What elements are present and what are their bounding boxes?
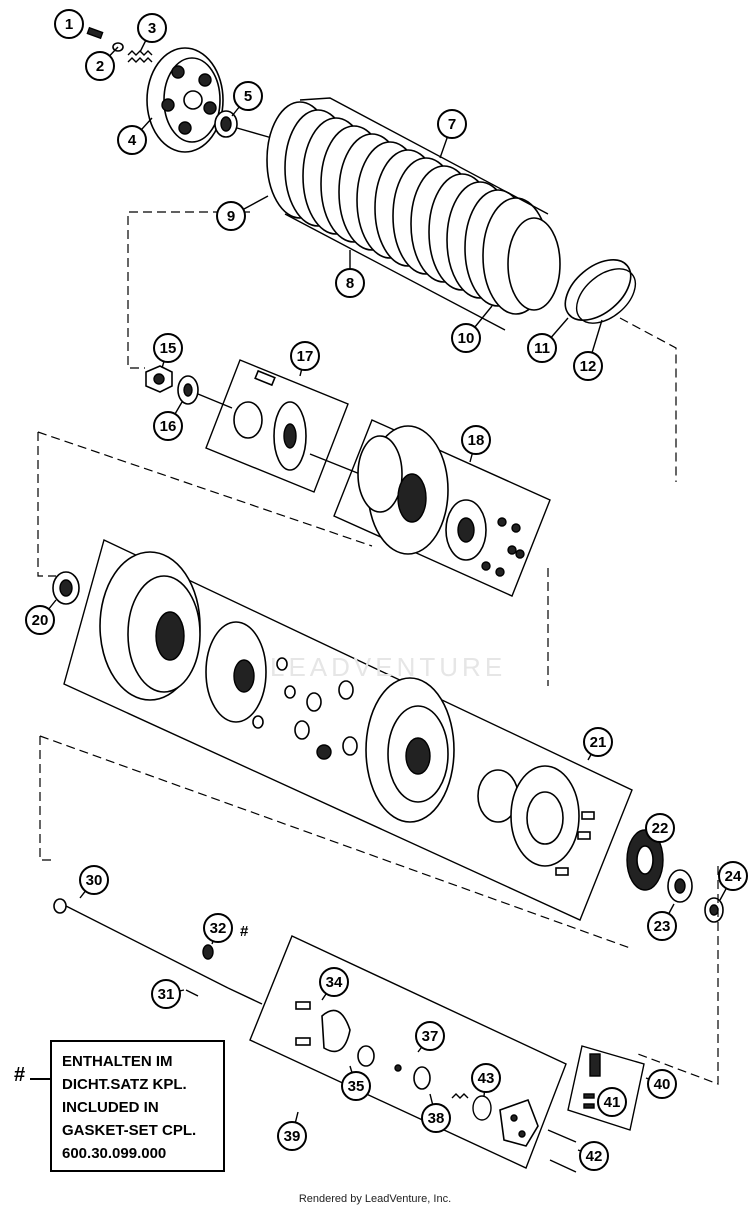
callout-circle-5 [233, 81, 263, 111]
callout-number-38: 38 [428, 1110, 445, 1127]
callout-number-40: 40 [654, 1076, 671, 1093]
callout-number-1: 1 [65, 16, 73, 33]
part-16-washer [177, 375, 199, 405]
part-30-push-rod [53, 898, 229, 989]
callout-number-20: 20 [32, 612, 49, 629]
callout-number-39: 39 [284, 1128, 301, 1145]
footer-credit: Rendered by LeadVenture, Inc. [298, 1193, 452, 1205]
callout-number-2: 2 [96, 58, 104, 75]
part-32-seal [202, 944, 214, 960]
watermark: LEADVENTURE [270, 652, 507, 682]
hash-leader-line [30, 1078, 50, 1080]
callout-circle-21 [583, 727, 613, 757]
note-line-1: ENTHALTEN IM [62, 1053, 173, 1070]
callout-circle-4 [117, 125, 147, 155]
callout-number-7: 7 [448, 116, 456, 133]
callout-number-43: 43 [478, 1070, 495, 1087]
callout-circle-17 [290, 341, 320, 371]
callout-number-5: 5 [244, 88, 252, 105]
callout-circle-39 [277, 1121, 307, 1151]
callout-circle-12 [573, 351, 603, 381]
callout-number-32: 32 [210, 920, 227, 937]
callout-number-30: 30 [86, 872, 103, 889]
callout-circle-32 [203, 913, 233, 943]
callout-circle-30 [79, 865, 109, 895]
callout-number-16: 16 [160, 418, 177, 435]
part-3-spring [127, 50, 153, 63]
part-31-pin [185, 989, 199, 997]
callout-circle-22 [645, 813, 675, 843]
gasket-set-note: ENTHALTEN IM DICHT.SATZ KPL. INCLUDED IN… [50, 1040, 225, 1172]
note-line-5: 600.30.099.000 [62, 1145, 167, 1162]
callout-circle-43 [471, 1063, 501, 1093]
callout-number-9: 9 [227, 208, 235, 225]
bleeder-box [567, 1045, 645, 1131]
callout-number-37: 37 [422, 1028, 439, 1045]
callout-number-4: 4 [128, 132, 137, 149]
callout-circle-37 [415, 1021, 445, 1051]
callout-number-17: 17 [297, 348, 314, 365]
callout-circle-35 [341, 1071, 371, 1101]
part-5-bearing [214, 110, 238, 138]
hash-symbol: # [14, 1064, 26, 1086]
callout-number-41: 41 [604, 1094, 621, 1111]
part32-hash-suffix: # [240, 923, 249, 940]
part-23-needle-bearing [667, 869, 693, 903]
callout-number-3: 3 [148, 20, 156, 37]
callout-circle-24 [718, 861, 748, 891]
clutch-basket-box [63, 539, 633, 921]
callout-number-15: 15 [160, 340, 177, 357]
callout-circle-38 [421, 1103, 451, 1133]
callout-number-34: 34 [326, 974, 343, 991]
callout-circle-3 [137, 13, 167, 43]
callout-number-23: 23 [654, 918, 671, 935]
callout-number-21: 21 [590, 734, 607, 751]
callout-circle-41 [597, 1087, 627, 1117]
callout-circle-34 [319, 967, 349, 997]
callout-circle-16 [153, 411, 183, 441]
callout-circle-31 [151, 979, 181, 1009]
part-20-bushing [52, 571, 80, 605]
part-1-screw [86, 26, 104, 40]
part-17-box [205, 359, 349, 493]
callout-circle-1 [54, 9, 84, 39]
callout-circle-23 [647, 911, 677, 941]
callout-number-35: 35 [348, 1078, 365, 1095]
callout-circle-10 [451, 323, 481, 353]
part-22-disc [626, 829, 664, 891]
note-line-2: DICHT.SATZ KPL. [62, 1076, 187, 1093]
clutch-plate-stack [266, 101, 561, 315]
callout-circle-9 [216, 201, 246, 231]
slave-cylinder-box [249, 935, 567, 1169]
callout-circle-8 [335, 268, 365, 298]
part-11-wire-ring [564, 259, 632, 321]
callout-number-12: 12 [580, 358, 597, 375]
callout-circle-7 [437, 109, 467, 139]
part-15-nut [145, 365, 173, 393]
callout-circle-40 [647, 1069, 677, 1099]
callout-number-31: 31 [158, 986, 175, 1003]
part-4-pressure-plate [146, 47, 224, 153]
callout-circle-18 [461, 425, 491, 455]
callout-number-24: 24 [725, 868, 742, 885]
callout-circle-2 [85, 51, 115, 81]
callout-number-22: 22 [652, 820, 669, 837]
part-42-screws [547, 1129, 577, 1173]
part-12-ring [575, 268, 637, 324]
note-line-4: GASKET-SET CPL. [62, 1122, 197, 1139]
callout-number-42: 42 [586, 1148, 603, 1165]
part-18-box [333, 419, 551, 597]
callout-number-11: 11 [534, 340, 550, 357]
callout-number-10: 10 [458, 330, 475, 347]
callout-circle-42 [579, 1141, 609, 1171]
callout-circle-20 [25, 605, 55, 635]
callout-number-18: 18 [468, 432, 485, 449]
callout-circle-15 [153, 333, 183, 363]
callout-number-8: 8 [346, 275, 354, 292]
callout-circle-11 [527, 333, 557, 363]
part-24-washer [704, 897, 724, 923]
note-line-3: INCLUDED IN [62, 1099, 159, 1116]
